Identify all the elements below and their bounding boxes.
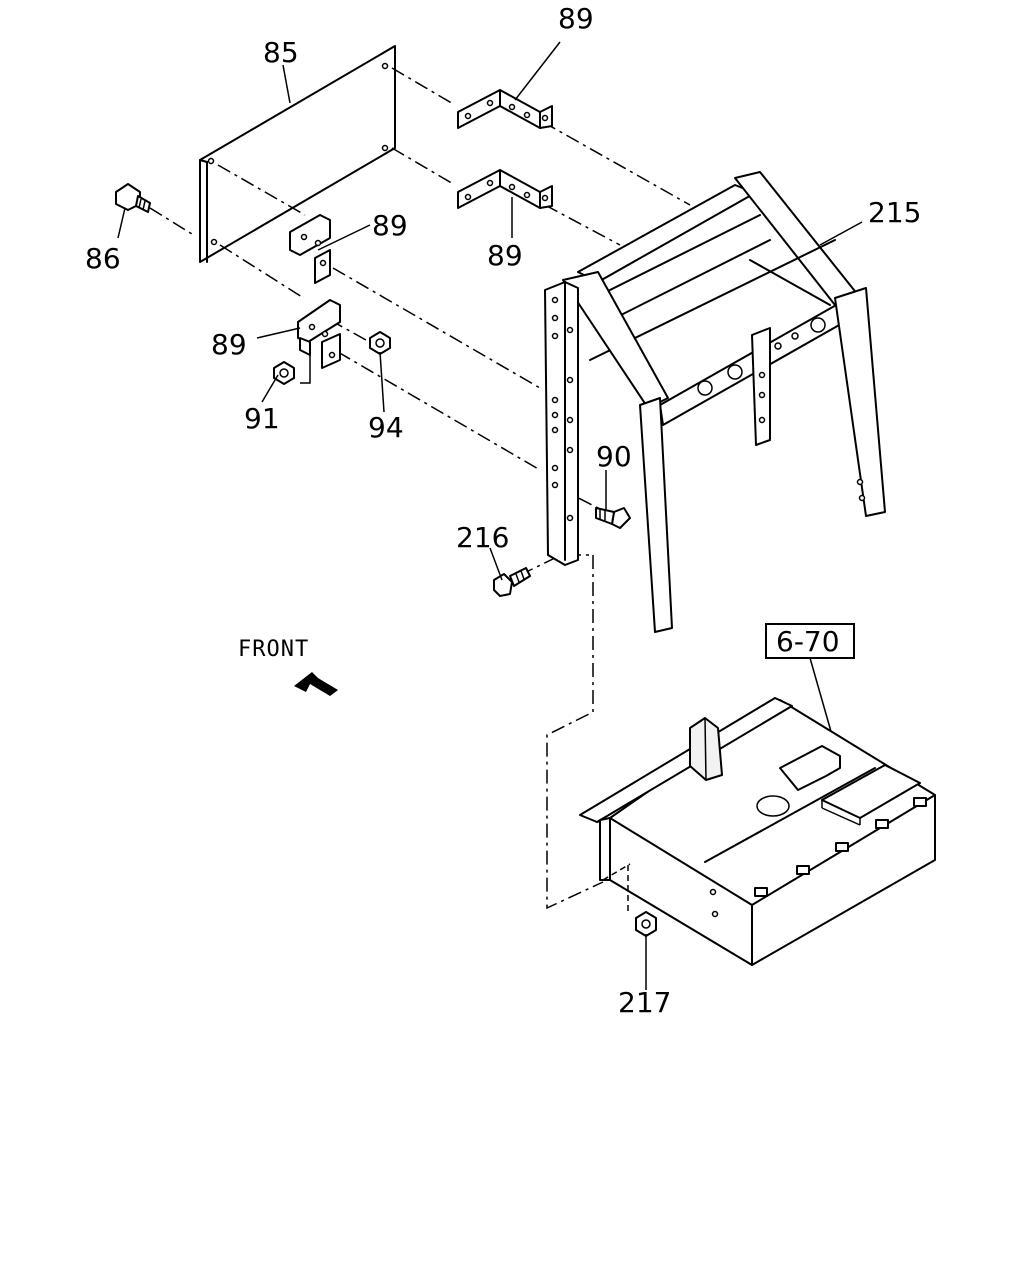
callout-85: 85 — [263, 36, 299, 69]
bracket-mid-right — [457, 169, 553, 209]
callout-94: 94 — [368, 411, 404, 444]
callout-89-top: 89 — [558, 2, 594, 35]
nut-91 — [273, 361, 295, 385]
front-indicator: FRONT — [238, 637, 338, 696]
front-arrow-icon — [294, 672, 338, 696]
callout-217: 217 — [618, 986, 671, 1019]
callout-89-mid-left: 89 — [372, 209, 408, 242]
callout-216: 216 — [456, 521, 509, 554]
callout-86: 86 — [85, 242, 121, 275]
bolt-86 — [115, 183, 151, 213]
ref-box-label: 6-70 — [776, 625, 840, 658]
bracket-lower — [297, 299, 341, 384]
callout-89-lower: 89 — [211, 328, 247, 361]
callout-215: 215 — [868, 196, 921, 229]
bracket-top — [457, 89, 553, 129]
bolt-216 — [493, 567, 531, 597]
callout-91: 91 — [244, 402, 280, 435]
nut-217 — [635, 911, 657, 937]
callout-labels: 85 86 89 89 89 89 91 94 90 216 215 217 — [85, 2, 921, 1019]
reference-box: 6-70 — [765, 623, 855, 736]
bracket-mid-left — [289, 214, 331, 284]
post-holes — [551, 296, 574, 522]
panel-plate — [199, 45, 396, 263]
callout-89-mid-right: 89 — [487, 239, 523, 272]
battery-box — [579, 697, 936, 966]
front-label: FRONT — [238, 637, 309, 662]
frame-stand — [544, 171, 886, 633]
callout-90: 90 — [596, 440, 632, 473]
box-latches — [754, 797, 927, 897]
bolt-90 — [595, 507, 631, 529]
callout-leaders — [117, 41, 863, 990]
nut-94 — [369, 331, 391, 355]
